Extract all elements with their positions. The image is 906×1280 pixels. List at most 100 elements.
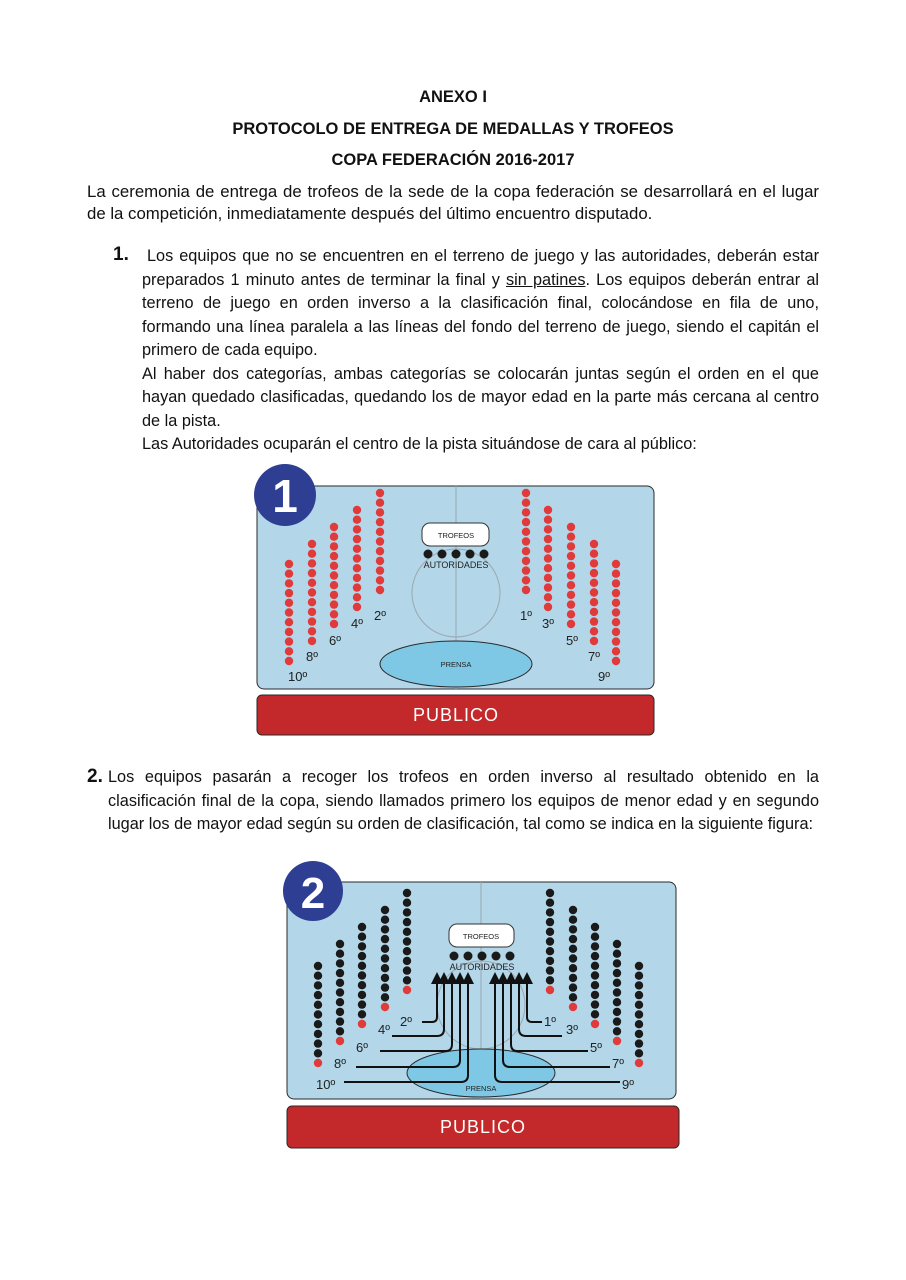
team-column-4 — [380, 905, 390, 1012]
player-dot — [284, 656, 294, 666]
player-dot — [566, 590, 576, 600]
position-label-8: 8º — [334, 1056, 346, 1071]
player-dot — [307, 539, 317, 549]
player-dot — [375, 585, 385, 595]
player-dot — [566, 610, 576, 619]
player-dot — [380, 964, 390, 973]
player-dot — [611, 559, 621, 569]
position-label-3: 3º — [566, 1022, 578, 1037]
player-dot — [543, 583, 553, 592]
player-dot — [335, 998, 345, 1007]
player-dot — [352, 505, 362, 515]
publico-label: PUBLICO — [440, 1117, 526, 1137]
step-badge-number: 2 — [301, 869, 325, 918]
publico-banner — [256, 694, 655, 736]
player-dot — [543, 593, 553, 602]
publico-banner — [286, 1105, 680, 1149]
team-column-6 — [357, 922, 367, 1029]
player-dot — [380, 973, 390, 983]
position-label-2: 2º — [400, 1014, 412, 1029]
player-dot — [402, 956, 412, 966]
prensa-label: PRENSA — [441, 660, 472, 669]
player-dot — [521, 517, 531, 527]
player-dot — [329, 619, 339, 629]
position-label-6: 6º — [329, 633, 341, 648]
player-dot — [589, 568, 599, 578]
player-dot — [589, 617, 599, 626]
path-arrow-6 — [380, 972, 458, 1052]
player-dot — [521, 508, 531, 517]
player-dot — [566, 561, 576, 570]
position-label-4: 4º — [351, 616, 363, 631]
player-dot — [352, 534, 362, 544]
player-dot — [307, 568, 317, 578]
player-dot — [335, 1007, 345, 1017]
position-label-1: 1º — [544, 1014, 556, 1029]
center-circle — [411, 548, 501, 638]
player-dot — [335, 978, 345, 987]
player-dot — [612, 1036, 622, 1046]
player-dot — [352, 573, 362, 583]
authorities-row — [449, 951, 515, 961]
authority-dot — [491, 951, 501, 961]
player-dot — [611, 656, 621, 666]
player-dot — [589, 636, 599, 646]
player-dot — [329, 551, 339, 561]
position-label-5: 5º — [590, 1040, 602, 1055]
team-column-3 — [543, 505, 553, 612]
player-dot — [375, 488, 385, 498]
player-dot — [402, 908, 412, 917]
player-dot — [543, 564, 553, 573]
trofeos-label: TROFEOS — [463, 932, 499, 941]
player-dot — [313, 1020, 323, 1029]
path-arrow-2 — [422, 972, 443, 1023]
authority-dot — [465, 549, 475, 559]
player-dot — [590, 932, 600, 941]
player-dot — [335, 959, 345, 968]
player-dot — [402, 917, 412, 927]
player-dot — [545, 985, 555, 995]
team-column-3 — [568, 905, 578, 1012]
player-dot — [634, 990, 644, 1000]
player-dot — [307, 627, 317, 636]
player-dot — [543, 505, 553, 515]
player-dot — [352, 544, 362, 553]
player-dot — [284, 608, 294, 617]
player-dot — [521, 566, 531, 575]
item-1-paragraph-3: Las Autoridades ocuparán el centro de la… — [142, 435, 697, 453]
player-dot — [589, 588, 599, 597]
position-label-9: 9º — [598, 669, 610, 684]
player-dot — [380, 993, 390, 1002]
player-dot — [521, 498, 531, 507]
player-dot — [611, 627, 621, 637]
player-dot — [352, 515, 362, 524]
annex-title: ANEXO I — [419, 88, 487, 106]
player-dot — [589, 627, 599, 636]
team-column-9 — [611, 559, 621, 666]
player-dot — [545, 956, 555, 966]
team-column-5 — [566, 522, 576, 629]
player-dot — [612, 959, 622, 968]
player-dot — [352, 564, 362, 573]
player-dot — [612, 998, 622, 1007]
player-dot — [568, 973, 578, 983]
player-dot — [380, 915, 390, 924]
player-dot — [380, 954, 390, 963]
player-dot — [634, 981, 644, 990]
item-1-underlined: sin patines — [506, 270, 586, 289]
player-dot — [329, 561, 339, 570]
player-dot — [543, 534, 553, 544]
player-dot — [402, 927, 412, 936]
team-column-5 — [590, 922, 600, 1029]
player-dot — [612, 988, 622, 997]
player-dot — [634, 1000, 644, 1009]
position-label-10: 10º — [316, 1077, 335, 1092]
player-dot — [589, 607, 599, 617]
player-dot — [612, 1027, 622, 1036]
prensa-area — [379, 640, 533, 688]
player-dot — [566, 581, 576, 590]
player-dot — [590, 1000, 600, 1009]
player-dot — [380, 1002, 390, 1012]
team-column-8 — [335, 939, 345, 1046]
step-badge-number: 1 — [272, 470, 298, 522]
